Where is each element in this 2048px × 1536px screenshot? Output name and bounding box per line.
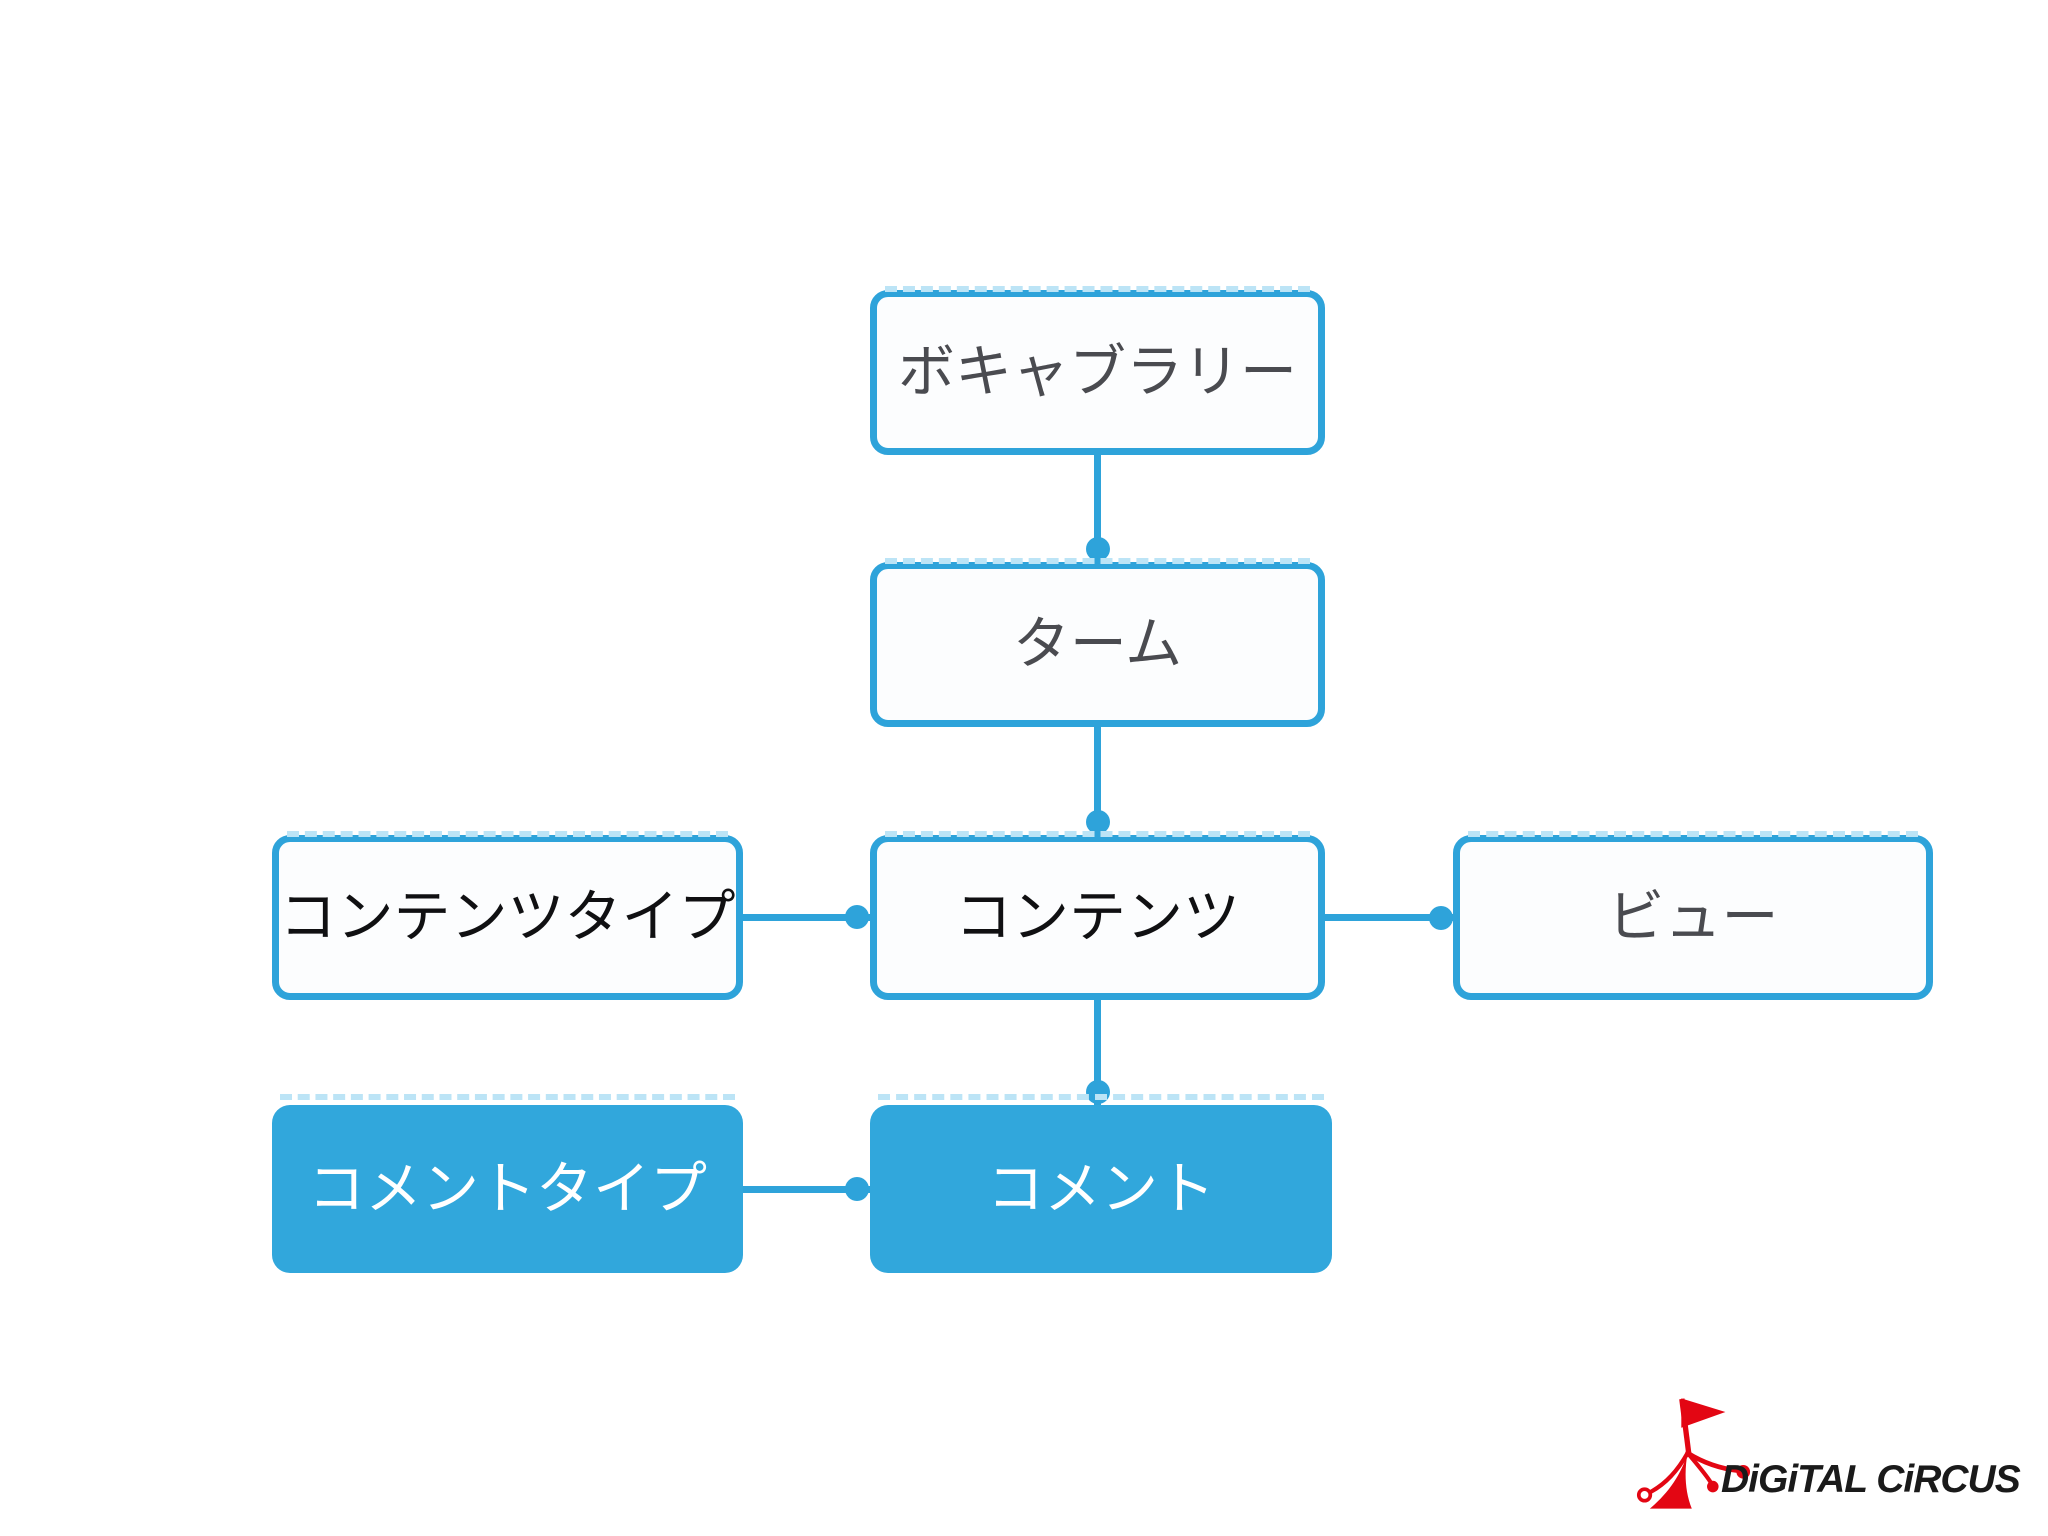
node-content: コンテンツ <box>870 831 1325 1000</box>
circus-tent-icon <box>1636 1398 1751 1509</box>
node-content-type: コンテンツタイプ <box>272 831 743 1000</box>
node-content-label: コンテンツ <box>955 885 1240 949</box>
node-comment-type-label: コメントタイプ <box>308 1156 707 1221</box>
node-content-type-label: コンテンツタイプ <box>279 885 736 949</box>
edge-contenttype-content <box>743 914 870 921</box>
node-view-label: ビュー <box>1607 885 1779 949</box>
node-vocabulary-label: ボキャブラリー <box>898 340 1297 404</box>
edge-dot-content-top <box>1086 810 1110 834</box>
edge-dot-comment-top <box>1086 1080 1110 1104</box>
edge-dot-content-left <box>845 905 869 929</box>
digital-circus-logo: DiGiTAL CiRCUS <box>1633 1396 2033 1528</box>
edge-dot-term <box>1086 537 1110 561</box>
edge-dot-comment-left <box>845 1177 869 1201</box>
node-vocabulary: ボキャブラリー <box>870 286 1325 455</box>
node-comment: コメント <box>870 1094 1332 1273</box>
node-term: ターム <box>870 558 1325 727</box>
edge-dot-view-left <box>1429 906 1453 930</box>
node-term-label: ターム <box>1012 612 1183 676</box>
node-comment-type: コメントタイプ <box>272 1094 743 1273</box>
edge-commenttype-comment <box>743 1186 870 1193</box>
logo-text: DiGiTAL CiRCUS <box>1721 1458 2021 1501</box>
node-view: ビュー <box>1453 831 1933 1000</box>
edge-term-content <box>1094 727 1101 838</box>
edge-vocabulary-term <box>1094 455 1101 565</box>
edge-content-comment <box>1094 1000 1101 1108</box>
edge-content-view <box>1325 914 1453 921</box>
node-comment-label: コメント <box>987 1156 1215 1221</box>
